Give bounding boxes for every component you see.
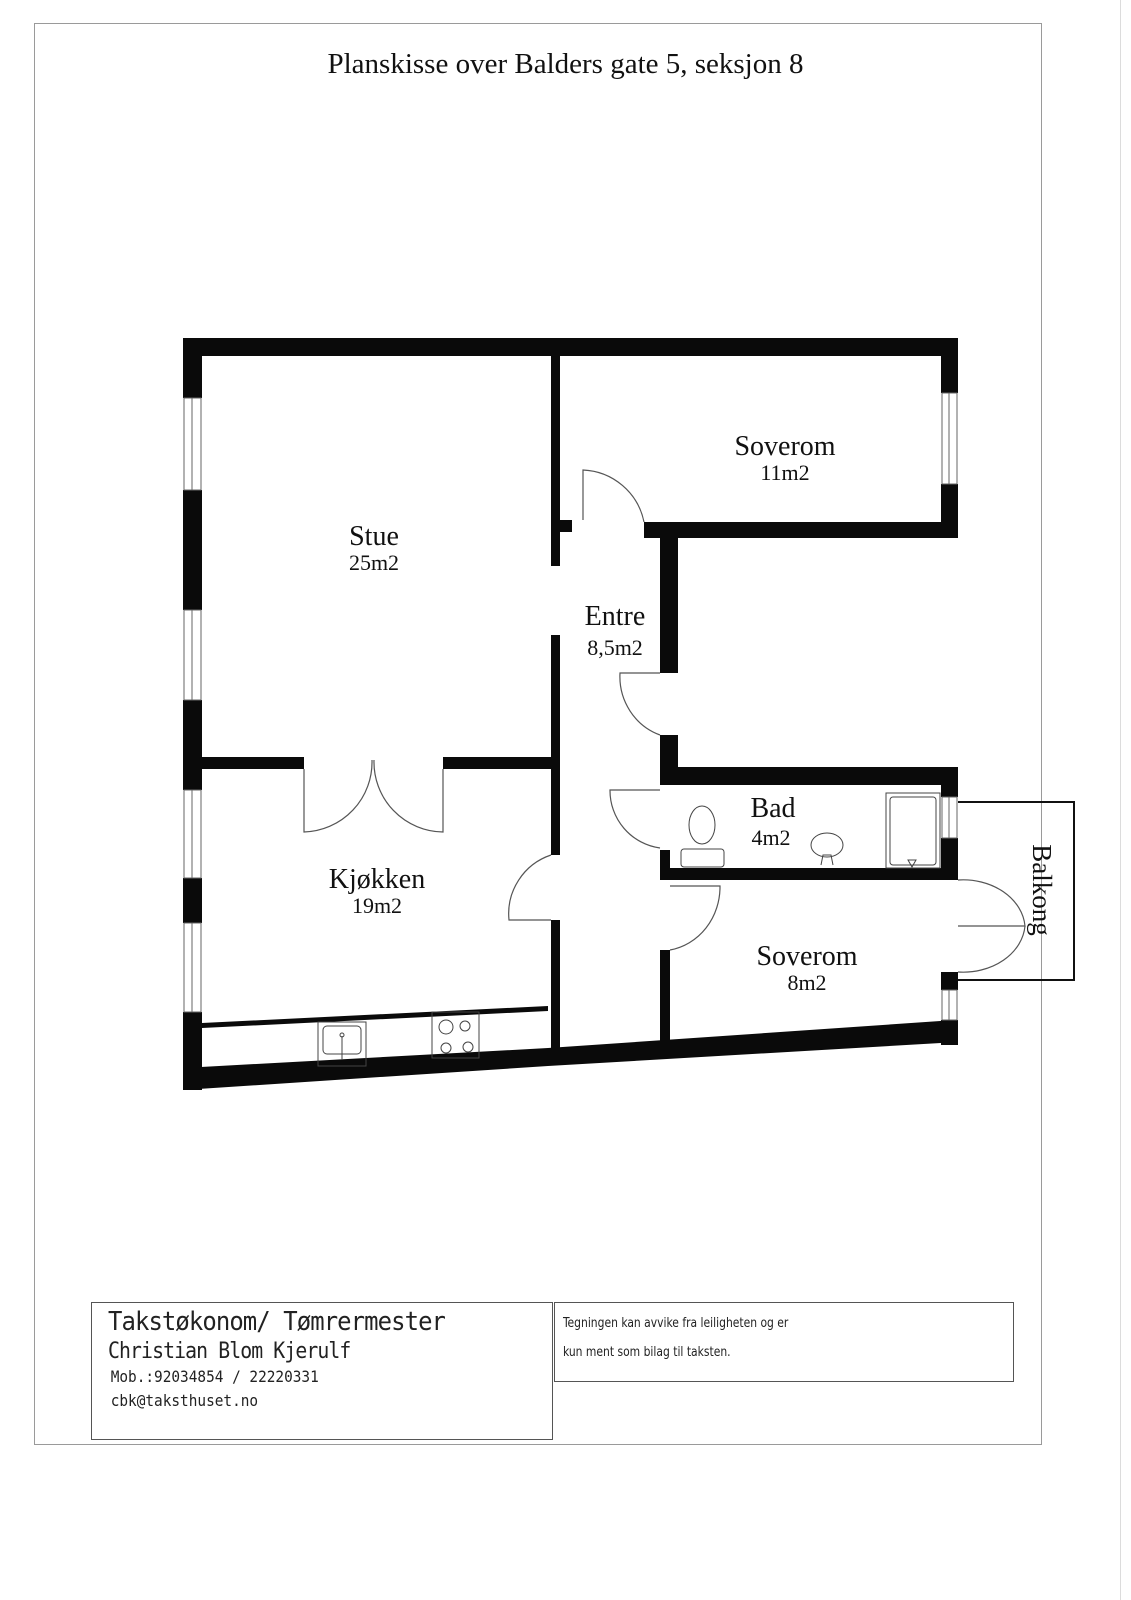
kitchen-sink-icon: [317, 1021, 367, 1067]
room-area-stue: 25m2: [349, 550, 399, 575]
room-name-entre: Entre: [585, 601, 646, 632]
title-block-email: cbk@taksthuset.no: [110, 1391, 259, 1410]
disclaimer-line-1: Tegningen kan avvike fra leiligheten og …: [563, 1316, 789, 1331]
scan-edge: [1120, 0, 1121, 1600]
room-area-soverom-2: 8m2: [787, 970, 826, 995]
disclaimer-line-2: kun ment som bilag til taksten.: [563, 1345, 731, 1360]
title-block-profession: Takstøkonom/ Tømrermester: [108, 1307, 446, 1337]
shower-icon: [885, 792, 941, 869]
walls: [183, 338, 958, 1090]
document-title: Planskisse over Balders gate 5, seksjon …: [327, 48, 804, 80]
room-name-kjokken: Kjøkken: [329, 864, 425, 895]
room-name-stue: Stue: [349, 521, 399, 552]
room-name-balkong: Balkong: [1027, 844, 1057, 936]
title-block: Takstøkonom/ Tømrermester Christian Blom…: [91, 1302, 553, 1440]
room-area-soverom-1: 11m2: [760, 460, 809, 485]
room-name-bad: Bad: [750, 793, 795, 824]
room-area-kjokken: 19m2: [352, 893, 402, 918]
stove-icon: [431, 1011, 480, 1059]
room-area-bad: 4m2: [751, 825, 790, 850]
page-frame: [34, 23, 1042, 1445]
room-area-entre: 8,5m2: [587, 635, 643, 660]
disclaimer-box: Tegningen kan avvike fra leiligheten og …: [554, 1302, 1014, 1382]
balcony-outline: [958, 801, 1075, 981]
door-swings: [303, 469, 1026, 973]
title-block-phone: Mob.:92034854 / 22220331: [110, 1367, 319, 1386]
toilet-icon: [680, 805, 725, 868]
room-name-soverom-2: Soverom: [756, 941, 857, 972]
title-block-name: Christian Blom Kjerulf: [108, 1339, 351, 1364]
bathroom-sink-icon: [810, 832, 844, 866]
windows: [183, 392, 958, 1021]
room-name-soverom-1: Soverom: [734, 431, 835, 462]
